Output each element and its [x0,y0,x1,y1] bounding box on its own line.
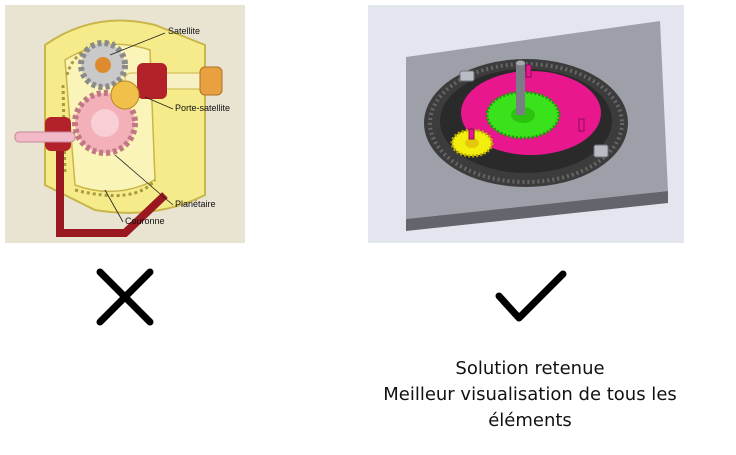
caption-line-3: éléments [488,410,572,431]
pin-2 [578,118,585,132]
cross-icon [96,268,154,326]
input-shaft [14,131,76,143]
pin-1 [525,64,532,78]
cad-drawing [406,21,668,231]
planetary-gear-cutaway-image: Satellite Porte-satellite Planétaire Cou… [5,5,245,243]
label-planetaire: Planétaire [175,199,216,209]
cad-model-image [368,5,684,243]
center-shaft [516,63,525,115]
red-bearing-right [137,63,167,99]
label-porte-satellite: Porte-satellite [175,103,231,113]
label-satellite: Satellite [168,26,201,36]
base-plate-front [406,191,668,231]
clamp-right [593,144,609,158]
pin-3 [468,128,475,140]
red-frame [56,125,168,237]
caption-line-1: Solution retenue [455,358,605,379]
shaft-end [199,66,223,96]
label-couronne: Couronne [125,216,165,226]
carrier-plate [110,80,140,110]
clamp-left [459,70,475,82]
checkmark-icon [495,270,567,322]
caption: Solution retenue Meilleur visualisation … [360,356,700,434]
cutaway-drawing [14,19,223,237]
caption-line-2: Meilleur visualisation de tous les [383,384,677,405]
